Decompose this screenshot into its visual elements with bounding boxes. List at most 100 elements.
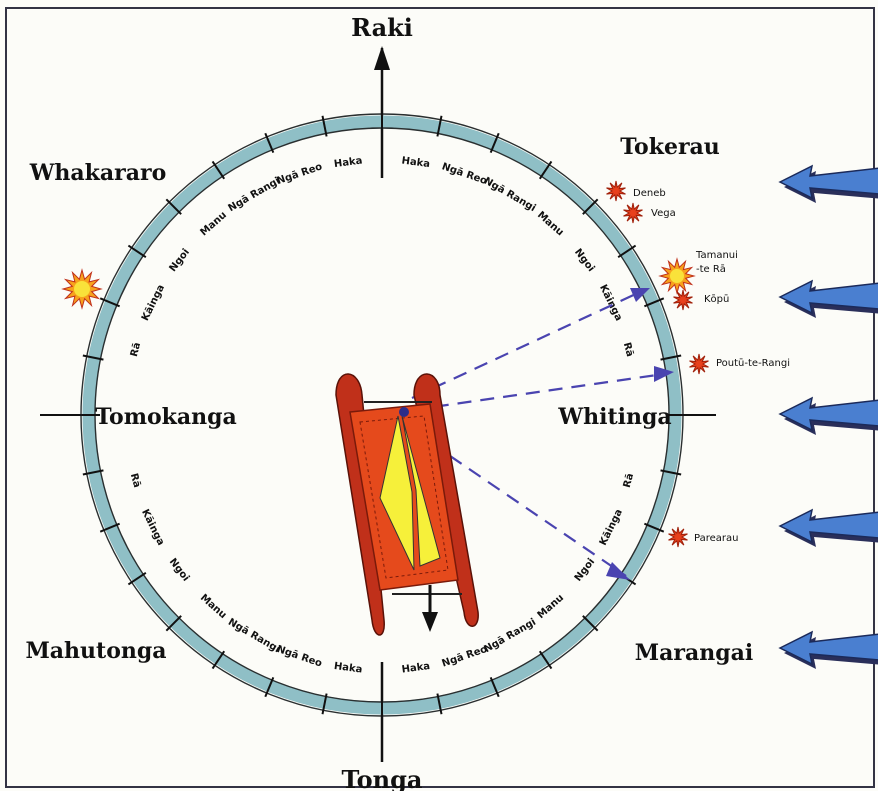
- star-label-tamanui-1: Tamanui: [695, 250, 738, 261]
- frame: [5, 7, 875, 788]
- star-icon: [623, 202, 643, 224]
- wind-arrow-icon: [778, 508, 878, 547]
- wind-arrow-icon: [778, 279, 878, 318]
- ring-tick: [82, 469, 104, 476]
- star-label-kopu: Kōpū: [704, 294, 729, 305]
- ring-house-label: Ngā Reo: [275, 644, 323, 670]
- ring-house-label: Manu: [535, 210, 565, 239]
- wind-arrow-icon: [778, 630, 878, 669]
- ring-house-label: Manu: [536, 592, 566, 621]
- ring-tick: [211, 650, 226, 670]
- burst-shape: [606, 180, 626, 202]
- ring-house-label: Ngā Rangi: [482, 176, 538, 215]
- wind-arrow-icon: [778, 396, 878, 435]
- north-label: Raki: [351, 13, 413, 42]
- star-label-deneb: Deneb: [633, 188, 666, 199]
- ring-tick: [436, 115, 443, 137]
- northeast-label: Tokerau: [620, 134, 720, 160]
- west-label: Tomokanga: [95, 404, 237, 430]
- sight-arrowhead-icon: [606, 562, 630, 580]
- star-label-tamanui-2: -te Rā: [696, 264, 726, 275]
- ring-house-label: Haka: [401, 155, 431, 170]
- canoe-sail-right: [401, 415, 441, 567]
- sun-core: [74, 281, 90, 297]
- burst-shape: [623, 202, 643, 224]
- burst-shape: [668, 526, 688, 548]
- ring-house-label: Haka: [401, 661, 431, 676]
- sun-icon: [658, 257, 696, 295]
- ring-house-label: Ngoi: [168, 247, 192, 274]
- ring-tick: [582, 198, 599, 215]
- ring-house-label: Kāinga: [139, 508, 166, 548]
- wind-arrow-body: [778, 279, 878, 315]
- burst-shape: [673, 289, 693, 311]
- ring-house-label: Ngoi: [167, 556, 191, 583]
- ring-tick: [436, 693, 443, 715]
- southwest-label: Mahutonga: [25, 638, 166, 664]
- ring-house-label: Ngā Rangi: [226, 176, 282, 215]
- ring-house-label: Ngoi: [572, 247, 596, 274]
- north-arrowhead-icon: [374, 46, 390, 70]
- sight-line-kopu: [411, 291, 641, 399]
- ring-house-label: Manu: [198, 592, 228, 621]
- star-label-vega: Vega: [651, 208, 676, 219]
- ring-tick: [643, 297, 665, 308]
- sight-arrowhead-icon: [654, 366, 674, 382]
- ring-house-label: Rā: [129, 341, 143, 358]
- ring-tick: [538, 160, 553, 180]
- wind-arrow-body: [778, 630, 878, 666]
- heading-arrowhead-icon: [422, 612, 438, 632]
- sight-line-parearau: [411, 429, 627, 577]
- ring-tick: [582, 615, 599, 632]
- ring-house-label: Kāinga: [597, 283, 624, 323]
- canoe-sail-left: [379, 415, 415, 571]
- ring-house-label: Ngā Reo: [441, 644, 489, 670]
- sun-icon: [61, 268, 103, 310]
- wind-arrow-icon: [778, 164, 878, 203]
- star-icon: [606, 180, 626, 202]
- ring-tick: [211, 160, 226, 180]
- ring-house-label: Rā: [622, 472, 636, 489]
- ring-house-label: Rā: [621, 341, 635, 358]
- ring-tick: [99, 297, 121, 308]
- ring-house-label: Kāinga: [598, 508, 625, 548]
- ring-tick: [489, 132, 500, 154]
- ring-tick: [264, 132, 275, 154]
- ring-tick: [127, 244, 147, 259]
- ring-tick: [165, 198, 182, 215]
- ring-tick: [321, 693, 328, 715]
- sight-line-poutu: [411, 372, 665, 412]
- wind-arrow-body: [778, 396, 878, 432]
- ring-house-label: Haka: [333, 155, 363, 170]
- ring-tick: [264, 676, 275, 698]
- ring-house-label: Kāinga: [140, 283, 167, 323]
- south-label: Tonga: [342, 765, 423, 791]
- ring-tick: [660, 469, 682, 476]
- ring-house-label: Ngā Rangi: [226, 617, 282, 656]
- ring-tick: [321, 115, 328, 137]
- sight-arrowhead-icon: [630, 288, 650, 302]
- ring-tick: [127, 571, 147, 586]
- navigator-position-icon: [399, 407, 409, 417]
- ring-tick: [643, 522, 665, 533]
- star-icon: [689, 353, 709, 375]
- ring-tick: [489, 676, 500, 698]
- northwest-label: Whakararo: [29, 160, 167, 186]
- ring-house-label: Ngā Reo: [440, 161, 488, 187]
- east-label: Whitinga: [557, 404, 671, 430]
- star-label-parearau: Parearau: [694, 533, 738, 544]
- sight-lines: [411, 291, 665, 577]
- wind-arrow-body: [778, 508, 878, 544]
- canoe-icon: [335, 373, 479, 636]
- ring-tick: [617, 244, 637, 259]
- ring-tick: [660, 354, 682, 361]
- wind-arrow-body: [778, 164, 878, 200]
- ring-house-label: Rā: [128, 472, 142, 489]
- ring-house-label: Ngā Rangi: [482, 617, 538, 656]
- star-label-poutu: Poutū-te-Rangi: [716, 358, 790, 369]
- ring-house-label: Manu: [199, 210, 229, 239]
- ring-house-label: Ngoi: [573, 556, 597, 583]
- star-icon: [673, 289, 693, 311]
